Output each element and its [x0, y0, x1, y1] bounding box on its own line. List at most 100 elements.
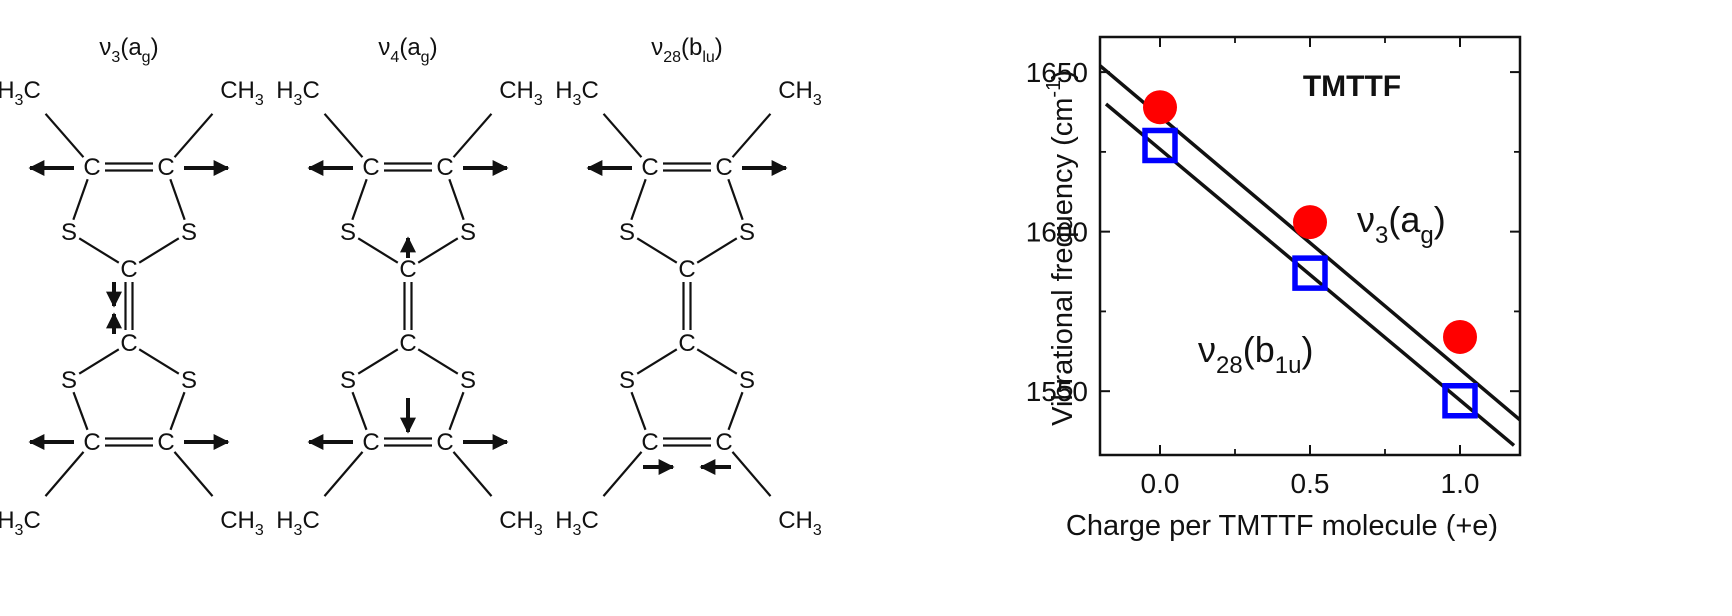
sulfur-atom: S [181, 367, 197, 394]
carbon-atom: C [157, 429, 174, 456]
bond [169, 178, 186, 221]
sulfur-atom: S [739, 367, 755, 394]
bond [44, 113, 85, 158]
bond [448, 391, 465, 431]
bond [417, 348, 459, 375]
sulfur-atom: S [460, 367, 476, 394]
chart-title: TMTTF [1303, 70, 1401, 103]
bond [78, 237, 120, 264]
methyl-group: CH3 [778, 77, 822, 109]
bond [351, 391, 368, 431]
bond [173, 113, 214, 158]
bond [727, 178, 744, 221]
bond [448, 178, 465, 221]
bond [417, 237, 459, 264]
x-axis-label: Charge per TMTTF molecule (+e) [1066, 510, 1498, 542]
sulfur-atom: S [61, 367, 77, 394]
bond [630, 391, 647, 431]
data-point-square [1142, 127, 1178, 164]
carbon-atom: C [157, 154, 174, 181]
sulfur-atom: S [619, 219, 635, 246]
x-tick-label: 1.0 [1441, 468, 1480, 499]
sulfur-atom: S [619, 367, 635, 394]
bond [696, 348, 738, 375]
series-label-v28: ν28(b1u) [1198, 329, 1313, 379]
carbon-atom: C [678, 330, 695, 357]
methyl-group: CH3 [499, 507, 543, 539]
data-point-circle [1143, 90, 1177, 125]
carbon-atom: C [641, 429, 658, 456]
carbon-atom: C [715, 429, 732, 456]
bond [602, 451, 643, 497]
bond [731, 113, 772, 158]
sulfur-atom: S [739, 219, 755, 246]
data-point-square [1292, 255, 1328, 291]
bond [173, 451, 214, 497]
methyl-group: H3C [276, 507, 320, 539]
mode-label: ν28(blu) [651, 34, 723, 66]
bond [78, 348, 120, 375]
fit-line [1104, 102, 1516, 447]
data-point-circle [1443, 319, 1477, 354]
bond [357, 237, 399, 264]
y-tick-label: 1550 [1026, 376, 1088, 407]
bond [357, 348, 399, 375]
carbon-atom: C [83, 154, 100, 181]
methyl-group: CH3 [499, 77, 543, 109]
carbon-atom: C [120, 256, 137, 283]
bond [323, 451, 364, 497]
methyl-group: H3C [555, 77, 599, 109]
bond [351, 178, 368, 221]
bond [169, 391, 186, 431]
methyl-group: CH3 [220, 77, 264, 109]
bond [630, 178, 647, 221]
methyl-group: H3C [0, 77, 41, 109]
x-tick-label: 0.5 [1291, 468, 1330, 499]
methyl-group: CH3 [778, 507, 822, 539]
y-tick-label: 1600 [1026, 217, 1088, 248]
bond [636, 237, 678, 264]
carbon-atom: C [399, 330, 416, 357]
bond [727, 391, 744, 431]
bond [138, 237, 180, 264]
bond [138, 348, 180, 375]
carbon-atom: C [436, 154, 453, 181]
series-label-v3: ν3(ag) [1357, 199, 1446, 249]
sulfur-atom: S [181, 219, 197, 246]
y-tick-label: 1650 [1026, 57, 1088, 88]
bond [602, 113, 643, 158]
carbon-atom: C [83, 429, 100, 456]
bond [452, 451, 493, 497]
bond [696, 237, 738, 264]
data-point-square [1442, 383, 1478, 419]
sulfur-atom: S [340, 367, 356, 394]
carbon-atom: C [436, 429, 453, 456]
y-axis-label: Vibrational frequency (cm-1) [1043, 70, 1079, 426]
sulfur-atom: S [460, 219, 476, 246]
carbon-atom: C [641, 154, 658, 181]
sulfur-atom: S [340, 219, 356, 246]
methyl-group: CH3 [220, 507, 264, 539]
sulfur-atom: S [61, 219, 77, 246]
methyl-group: H3C [555, 507, 599, 539]
carbon-atom: C [362, 429, 379, 456]
carbon-atom: C [715, 154, 732, 181]
x-tick-label: 0.0 [1141, 468, 1180, 499]
carbon-atom: C [362, 154, 379, 181]
bond [452, 113, 493, 158]
carbon-atom: C [678, 256, 695, 283]
bond [44, 451, 85, 497]
carbon-atom: C [399, 256, 416, 283]
carbon-atom: C [120, 330, 137, 357]
bond [72, 178, 89, 221]
methyl-group: H3C [0, 507, 41, 539]
fit-line [1098, 64, 1522, 422]
bond [323, 113, 364, 158]
bond [72, 391, 89, 431]
mode-label: ν3(ag) [99, 34, 158, 66]
